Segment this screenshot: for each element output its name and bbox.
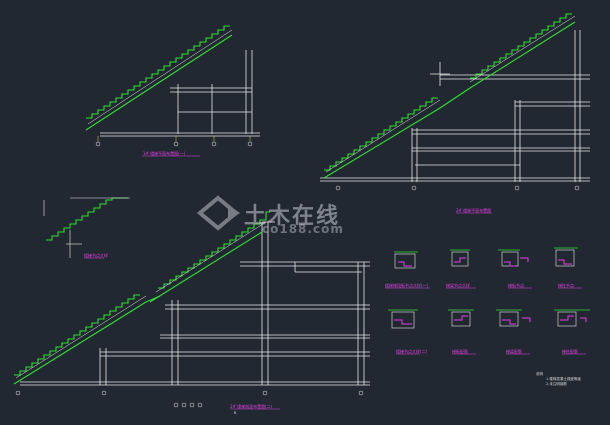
- caption-detail-2: 梯梁节点大样: [446, 283, 470, 288]
- caption-detail-8: 梯柱配筋: [562, 349, 578, 354]
- caption-detail-3: 梯板节点: [508, 283, 524, 288]
- note-line-2: 2.未注明钢筋: [546, 382, 567, 386]
- watermark-logo-icon: [196, 195, 240, 231]
- watermark-title: 土木在线: [244, 204, 341, 229]
- caption-detail-7: 梯梁配筋: [506, 349, 522, 354]
- title-top-right: 2# 楼梯平面布置图: [456, 208, 492, 213]
- caption-detail-6: 梯板配筋: [452, 349, 468, 354]
- note-heading: 说明: [536, 372, 543, 376]
- watermark-subtitle: co188.com: [262, 222, 344, 236]
- title-main: 2# 楼梯剖面布置图(二): [230, 404, 273, 409]
- detail-sections: [385, 247, 590, 355]
- small-stair-detail: [43, 197, 130, 259]
- title-small-detail: 楼梯节点大样: [84, 253, 108, 258]
- title-top-left: 1# 楼梯平面布置图(一): [143, 151, 186, 156]
- note-line-1: 1.楼梯混凝土强度等级: [546, 377, 581, 381]
- caption-detail-4: 梯柱节点: [558, 283, 574, 288]
- caption-detail-1: 楼梯梯段板节点大样(一): [385, 283, 429, 288]
- subtitle-main: B: [234, 411, 237, 415]
- caption-detail-5: 楼梯节点大样(二): [396, 349, 428, 354]
- stair-section-top-right: [320, 13, 590, 214]
- stair-section-top-left: [85, 25, 260, 157]
- stair-section-main: [13, 211, 370, 410]
